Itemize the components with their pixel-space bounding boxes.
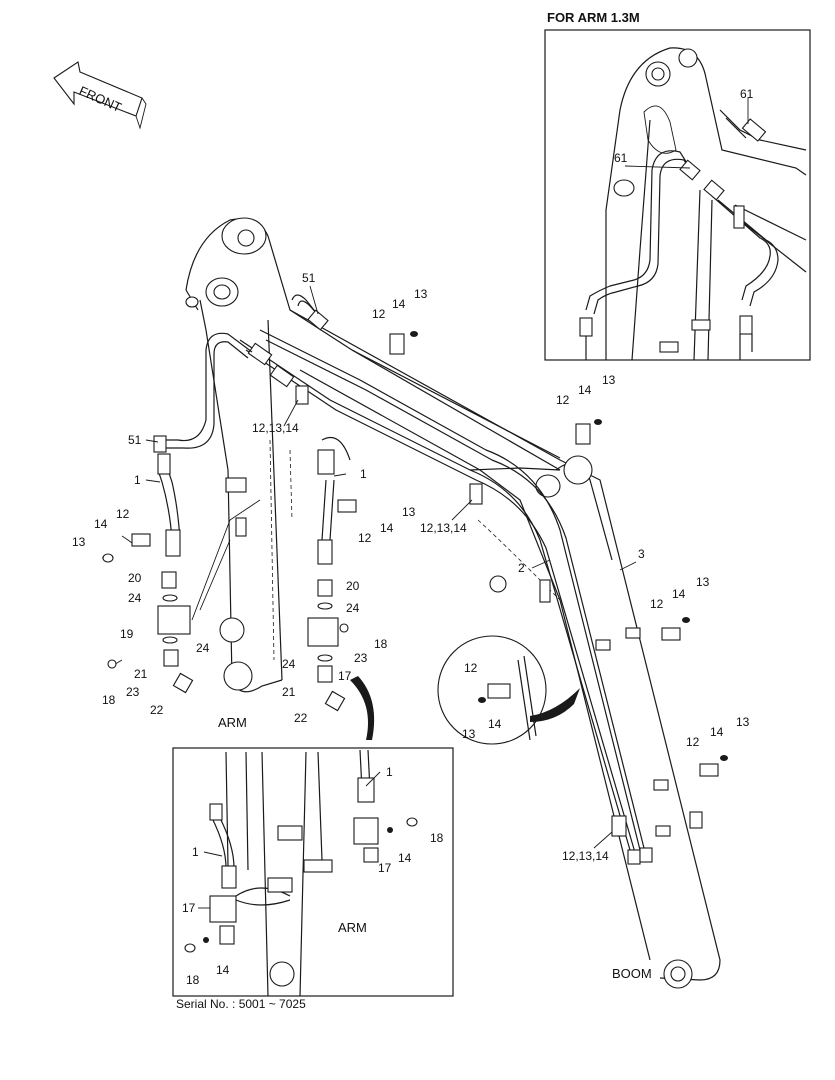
callout: 14 [710, 725, 724, 739]
callout: 24 [196, 641, 210, 655]
callout: 14 [392, 297, 406, 311]
callout: 23 [126, 685, 140, 699]
callout: 14 [578, 383, 592, 397]
callout: 1 [134, 473, 141, 487]
callout: 51 [302, 271, 316, 285]
callout: 12,13,14 [420, 521, 467, 535]
callout: 3 [638, 547, 645, 561]
callout: 20 [346, 579, 360, 593]
callout: 23 [354, 651, 368, 665]
callout: 18 [186, 973, 200, 987]
callout: 13 [696, 575, 710, 589]
callout: 12 [556, 393, 570, 407]
callout: 2 [518, 561, 525, 575]
label-boom: BOOM [612, 966, 652, 981]
main-boom: BOOM [289, 309, 721, 989]
middle-fitting-stack [307, 436, 357, 712]
callout: 13 [462, 727, 476, 741]
callout: 12,13,14 [252, 421, 299, 435]
callout: 17 [338, 669, 352, 683]
callout: 21 [134, 667, 148, 681]
boom-clamps [295, 331, 728, 837]
callout: 1 [192, 845, 199, 859]
callout: 14 [94, 517, 108, 531]
callout: 1 [386, 765, 393, 779]
callout: 12 [464, 661, 478, 675]
callout: 13 [736, 715, 750, 729]
callout: 14 [672, 587, 686, 601]
callout: 12 [686, 735, 700, 749]
callouts-bottom-inset: 1 18 17 14 1 17 18 14 [182, 765, 444, 987]
callout: 13 [72, 535, 86, 549]
callout: 20 [128, 571, 142, 585]
callout: 1 [360, 467, 367, 481]
inset-bottom: ARM [172, 747, 454, 997]
callout: 18 [102, 693, 116, 707]
inset-arm-1-3m: 61 61 [544, 29, 811, 361]
callout: 14 [216, 963, 230, 977]
callout: 51 [128, 433, 142, 447]
callout: 22 [150, 703, 164, 717]
left-fitting-stack [101, 453, 261, 694]
callout: 13 [602, 373, 616, 387]
callout: 12 [650, 597, 664, 611]
callout: 17 [182, 901, 196, 915]
callout: 19 [120, 627, 134, 641]
callout: 14 [380, 521, 394, 535]
callout: 18 [430, 831, 444, 845]
callout: 24 [282, 657, 296, 671]
callout: 22 [294, 711, 308, 725]
boom-hoses [239, 329, 653, 865]
callout: 24 [346, 601, 360, 615]
callout-61-upper: 61 [740, 87, 754, 101]
callout: 18 [374, 637, 388, 651]
arm-hoses-51 [153, 294, 329, 453]
leader-lines [145, 285, 637, 909]
inset-top-title: FOR ARM 1.3M [547, 10, 640, 25]
callout: 21 [282, 685, 296, 699]
serial-number: Serial No. : 5001 ~ 7025 [176, 997, 306, 1011]
callout: 14 [488, 717, 502, 731]
label-arm-main: ARM [218, 715, 247, 730]
detail-circle [350, 635, 580, 745]
callout: 12 [372, 307, 386, 321]
callout: 12 [358, 531, 372, 545]
callout: 14 [398, 851, 412, 865]
callout: 24 [128, 591, 142, 605]
callout: 13 [414, 287, 428, 301]
callout: 17 [378, 861, 392, 875]
callout-61-lower: 61 [614, 151, 628, 165]
callout: 12,13,14 [562, 849, 609, 863]
front-arrow: FRONT [53, 61, 147, 130]
label-arm-inset: ARM [338, 920, 367, 935]
main-arm: ARM [185, 217, 561, 730]
callout: 13 [402, 505, 416, 519]
callouts-main: 51 12 14 13 12,13,14 51 1 12 14 13 1 13 … [72, 271, 750, 863]
callout: 12 [116, 507, 130, 521]
